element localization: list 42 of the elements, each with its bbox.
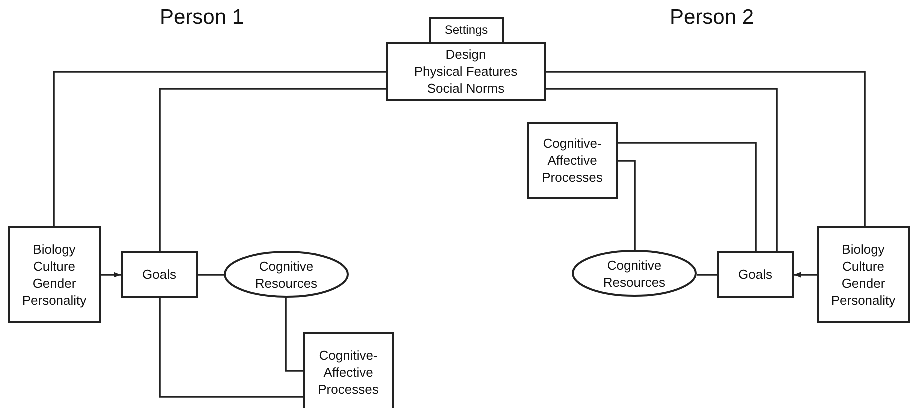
node-text: Personality — [22, 292, 87, 308]
node-text: Cognitive Resources — [602, 256, 667, 290]
node-text: Cognitive-Affective Processes — [317, 346, 380, 398]
resource-ellipse — [224, 251, 349, 298]
connector-line — [53, 71, 386, 226]
node-text: Biology — [842, 240, 885, 258]
connector-line — [618, 142, 757, 251]
process-box — [817, 226, 910, 323]
connector-line — [546, 71, 866, 226]
node-text: Cognitive-Affective Processes — [541, 135, 604, 186]
person-heading: Person 2 — [670, 6, 754, 30]
node-text: Gender — [842, 274, 886, 292]
process-box — [717, 251, 794, 298]
connector-line — [159, 88, 386, 251]
connector-line — [285, 298, 303, 372]
node-text: Social Norms — [427, 80, 505, 97]
node-text: Physical Features — [414, 63, 518, 80]
process-box — [527, 122, 618, 199]
process-box — [303, 332, 394, 408]
process-box — [121, 251, 198, 298]
connector-line — [618, 160, 636, 250]
node-text: Goals — [142, 266, 176, 283]
node-text: Goals — [738, 266, 772, 283]
connector-line — [697, 274, 717, 276]
node-text: Cognitive Resources — [254, 258, 319, 292]
node-text: Personality — [831, 292, 896, 308]
person-heading: Person 1 — [160, 6, 244, 30]
process-box — [8, 226, 101, 323]
arrow — [794, 272, 817, 278]
resource-ellipse — [572, 250, 697, 297]
node-text: Biology — [33, 240, 76, 258]
connector-line — [198, 274, 224, 276]
process-box — [386, 42, 546, 101]
node-text: Gender — [32, 274, 76, 292]
arrow — [101, 272, 121, 278]
connector-line — [159, 298, 303, 398]
node-text: Culture — [34, 258, 76, 274]
node-text: Design — [446, 46, 486, 63]
node-text: Culture — [842, 258, 884, 274]
tab-box — [429, 17, 504, 44]
connector-line — [546, 88, 778, 251]
node-text: Settings — [444, 22, 488, 39]
